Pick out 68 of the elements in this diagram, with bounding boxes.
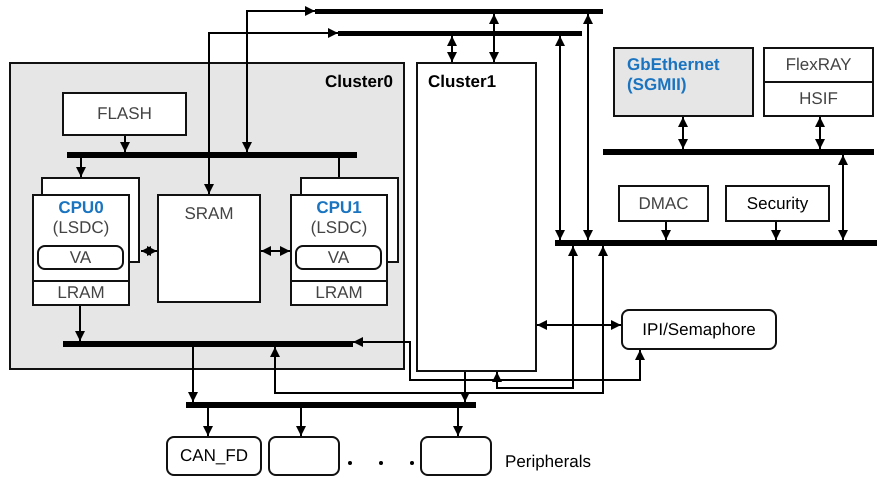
arrow — [678, 117, 688, 149]
module-box — [763, 47, 874, 83]
arrow — [141, 246, 157, 256]
module-box — [295, 245, 382, 270]
arrow — [76, 158, 86, 177]
block-label: FLASH — [97, 104, 152, 124]
peripheral-box — [420, 436, 492, 476]
block-label: GbEthernet (SGMII) — [627, 55, 721, 94]
cluster-panel — [416, 62, 537, 372]
arrow — [492, 246, 578, 389]
module-box — [166, 436, 262, 476]
cluster-title: Cluster0 — [324, 72, 393, 92]
module-box — [763, 81, 874, 117]
bus-bar — [555, 240, 877, 246]
arrow — [242, 6, 315, 152]
arrow — [188, 347, 198, 402]
module-box — [621, 309, 777, 350]
peripheral-box — [268, 436, 340, 476]
arrow — [555, 36, 565, 240]
arrow — [489, 14, 499, 62]
bus-bar — [338, 31, 582, 36]
arrow — [270, 246, 608, 394]
module-box — [613, 47, 754, 117]
connector-line — [338, 158, 340, 177]
core-subtitle: (LSDC) — [52, 218, 110, 238]
block-label: LRAM — [315, 283, 363, 303]
core-subtitle: (LSDC) — [310, 218, 368, 238]
arrow — [261, 246, 290, 256]
core-name: CPU0 — [58, 198, 104, 218]
module-box — [37, 245, 124, 270]
bus-bar — [186, 402, 476, 408]
module-box — [725, 185, 830, 222]
arrow — [120, 136, 130, 152]
core-name: CPU1 — [316, 198, 362, 218]
block-label: VA — [70, 248, 92, 268]
block-label: LRAM — [57, 283, 105, 303]
block-label: CAN_FD — [180, 446, 248, 466]
arrow — [460, 372, 470, 402]
arrow — [204, 28, 338, 194]
arrow — [815, 117, 825, 149]
cluster-panel — [9, 62, 405, 370]
block-label: DMAC — [638, 194, 689, 214]
bus-bar — [603, 149, 874, 155]
block-label: Security — [746, 194, 808, 214]
cluster-title: Cluster1 — [428, 72, 496, 92]
arrow — [296, 408, 306, 436]
block-label: HSIF — [799, 89, 838, 109]
arrow — [771, 222, 781, 240]
arrow — [203, 408, 213, 436]
bus-bar — [63, 341, 353, 347]
block-label: IPI/Semaphore — [642, 320, 756, 340]
block-label: SRAM — [184, 204, 234, 224]
block-label: VA — [328, 248, 350, 268]
arrow — [838, 155, 848, 240]
arrow — [661, 222, 671, 240]
bus-bar — [67, 152, 357, 158]
block-label: FlexRAY — [786, 55, 852, 75]
arrow — [537, 320, 621, 330]
module-box — [618, 185, 709, 222]
module-box — [62, 92, 187, 136]
module-box — [157, 194, 261, 303]
arrow — [75, 306, 85, 341]
arrow — [447, 36, 457, 62]
bus-bar — [315, 9, 603, 14]
group-label: Peripherals — [505, 452, 591, 472]
arrow — [583, 14, 593, 240]
arrow — [453, 408, 463, 436]
arrow — [353, 337, 645, 381]
